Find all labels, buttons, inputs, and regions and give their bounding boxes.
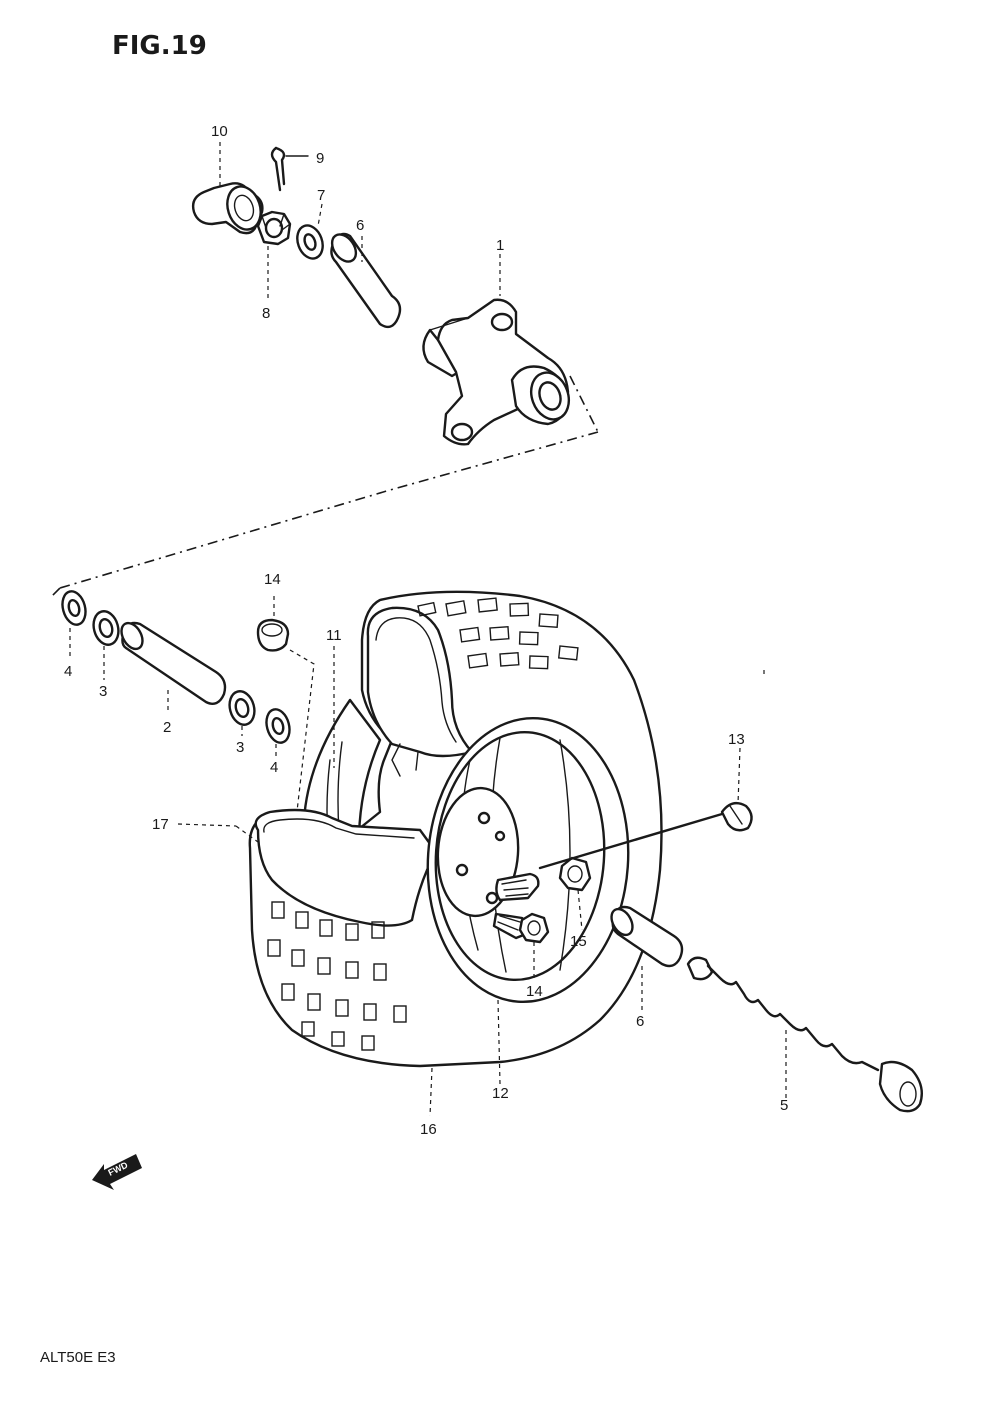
callout-4-left: 4 — [64, 663, 72, 680]
valve-stem-line — [538, 812, 724, 870]
callout-3-left: 3 — [99, 683, 107, 700]
callout-2: 2 — [163, 719, 171, 736]
part-speedometer-cable — [686, 956, 923, 1113]
part-seal-right — [265, 708, 291, 744]
part-wheel-nut-14 — [518, 912, 550, 944]
part-hub — [422, 298, 571, 446]
assembly-axis-line — [59, 431, 599, 589]
part-valve-cap-top — [256, 618, 290, 652]
hub-axis-line — [569, 375, 599, 433]
callout-9: 9 — [316, 150, 324, 167]
callout-5: 5 — [780, 1097, 788, 1114]
part-castle-nut — [256, 210, 292, 246]
part-cotter-pin — [270, 146, 309, 192]
callout-17: 17 — [152, 816, 169, 833]
wheel-assembly — [248, 590, 663, 1068]
callout-8: 8 — [262, 305, 270, 322]
figure-title: FIG.19 — [112, 31, 207, 61]
part-bearing-right — [228, 690, 256, 726]
leader-lines — [69, 142, 787, 1117]
callout-13: 13 — [728, 731, 745, 748]
part-wheel-nut-15 — [558, 856, 592, 892]
callout-1: 1 — [496, 237, 504, 254]
part-washer — [296, 224, 324, 260]
fwd-arrow-icon: FWD — [92, 1154, 142, 1190]
part-bearing-left — [92, 610, 120, 646]
callout-7: 7 — [317, 187, 325, 204]
callout-11: 11 — [326, 627, 342, 644]
part-valve-13 — [720, 801, 753, 832]
part-axle-spacer — [120, 621, 227, 705]
callout-15: 15 — [570, 933, 587, 950]
assembly-axis-end — [51, 587, 61, 597]
callout-14-bottom: 14 — [526, 983, 543, 1000]
callout-12: 12 — [492, 1085, 509, 1102]
callout-3-right: 3 — [236, 739, 244, 756]
callout-4-right: 4 — [270, 759, 278, 776]
part-hub-cap — [191, 182, 264, 235]
callout-10: 10 — [211, 123, 228, 140]
footer-code: ALT50E E3 — [40, 1349, 116, 1366]
callout-6-upper: 6 — [356, 217, 364, 234]
part-spacer-upper — [330, 232, 402, 329]
part-seal-left — [61, 590, 87, 626]
callout-6-lower: 6 — [636, 1013, 644, 1030]
callout-14-top: 14 — [264, 571, 281, 588]
callout-16: 16 — [420, 1121, 437, 1138]
part-spacer-lower — [610, 905, 684, 968]
